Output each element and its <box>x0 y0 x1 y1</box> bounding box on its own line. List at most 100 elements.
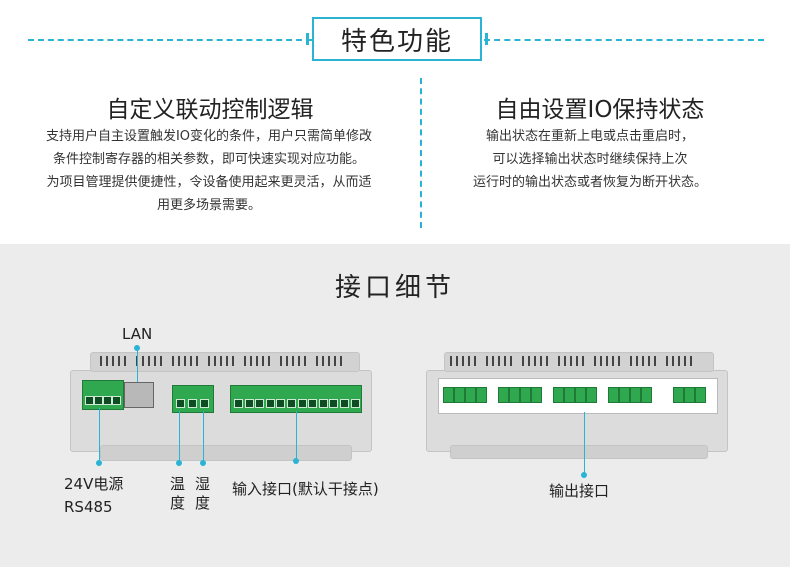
vent-slot <box>492 356 494 366</box>
temp-label-2: 度 <box>170 494 186 512</box>
terminal-screw <box>329 399 339 408</box>
output-pin <box>465 387 476 403</box>
output-pin <box>608 387 619 403</box>
vent-slot <box>328 356 330 366</box>
vent-slot <box>262 356 264 366</box>
vent-slot <box>612 356 614 366</box>
header-dash-right <box>484 39 764 41</box>
terminal-screw <box>308 399 318 408</box>
vent-slot <box>534 356 536 366</box>
feature-left-desc: 支持用户自主设置触发IO变化的条件，用户只需简单修改 条件控制寄存器的相关参数，… <box>18 125 400 217</box>
terminal-screw <box>176 399 185 408</box>
feature-left-line: 条件控制寄存器的相关参数，即可快速实现对应功能。 <box>52 152 365 167</box>
output-pin <box>454 387 465 403</box>
feature-left-line: 为项目管理提供便捷性，令设备使用起来更灵活，从而适 <box>46 175 372 190</box>
vent-slot <box>148 356 150 366</box>
output-device-base <box>450 445 708 459</box>
vent-slot <box>124 356 126 366</box>
vent-slot <box>630 356 632 366</box>
input-label: 输入接口(默认干接点) <box>232 480 379 498</box>
output-pin <box>553 387 564 403</box>
vent-slot <box>678 356 680 366</box>
vent-slot <box>450 356 452 366</box>
output-pin <box>630 387 641 403</box>
vent-slot <box>468 356 470 366</box>
vent-slot <box>594 356 596 366</box>
vent-slot <box>256 356 258 366</box>
title-tick-right <box>485 33 488 45</box>
lan-label: LAN <box>122 325 153 343</box>
output-callout-dot <box>581 472 587 478</box>
vent-slot <box>244 356 246 366</box>
vent-slot <box>112 356 114 366</box>
vent-slot <box>268 356 270 366</box>
terminal-screw <box>297 399 307 408</box>
output-pin <box>641 387 652 403</box>
vent-slot <box>118 356 120 366</box>
feature-left-line: 支持用户自主设置触发IO变化的条件，用户只需简单修改 <box>45 129 373 144</box>
vent-slot <box>684 356 686 366</box>
terminal-screw <box>188 399 197 408</box>
vent-slot <box>570 356 572 366</box>
vent-slot <box>618 356 620 366</box>
vent-slot <box>462 356 464 366</box>
vent-slot <box>280 356 282 366</box>
vent-slot <box>636 356 638 366</box>
vent-slot <box>642 356 644 366</box>
power-label-2: RS485 <box>64 498 113 516</box>
input-callout-dot <box>293 458 299 464</box>
feature-left-title: 自定义联动控制逻辑 <box>106 97 314 123</box>
feature-right-title: 自由设置IO保持状态 <box>495 97 705 123</box>
terminal-screw <box>85 396 94 405</box>
section-title: 特色功能 <box>340 26 453 57</box>
vent-slot <box>220 356 222 366</box>
power-label-1: 24V电源 <box>64 475 124 493</box>
terminal-screw <box>255 399 265 408</box>
temp-callout-line <box>179 411 180 462</box>
output-pin <box>476 387 487 403</box>
feature-right-line: 可以选择输出状态时继续保持上次 <box>492 152 688 167</box>
lan-callout-line <box>137 348 138 382</box>
vent-slot <box>576 356 578 366</box>
vent-slot <box>546 356 548 366</box>
vent-slot <box>226 356 228 366</box>
output-pin <box>673 387 684 403</box>
output-pin <box>564 387 575 403</box>
vent-slot <box>510 356 512 366</box>
output-label: 输出接口 <box>549 482 610 500</box>
vent-slot <box>100 356 102 366</box>
terminal-screw <box>244 399 254 408</box>
vent-slot <box>654 356 656 366</box>
vent-slot <box>600 356 602 366</box>
power-callout-line <box>99 408 100 462</box>
vent-slot <box>142 356 144 366</box>
vent-slot <box>208 356 210 366</box>
title-tick-left <box>306 33 309 45</box>
vent-slot <box>286 356 288 366</box>
vent-slot <box>522 356 524 366</box>
interface-title: 接口细节 <box>334 273 455 303</box>
lan-port <box>124 382 154 408</box>
vent-slot <box>160 356 162 366</box>
output-pin <box>531 387 542 403</box>
vent-slot <box>564 356 566 366</box>
terminal-screw <box>265 399 275 408</box>
vent-slot <box>528 356 530 366</box>
input-device-base <box>100 445 352 461</box>
feature-divider <box>420 78 422 228</box>
vent-slot <box>340 356 342 366</box>
vent-slot <box>172 356 174 366</box>
vent-slot <box>190 356 192 366</box>
humid-label-2: 度 <box>195 494 211 512</box>
terminal-screw <box>200 399 209 408</box>
input-device-top-rail <box>90 352 360 372</box>
humid-label-1: 湿 <box>195 475 211 493</box>
vent-slot <box>540 356 542 366</box>
vent-slot <box>298 356 300 366</box>
vent-slot <box>214 356 216 366</box>
temp-callout-dot <box>176 460 182 466</box>
terminal-screw <box>350 399 360 408</box>
vent-slot <box>250 356 252 366</box>
vent-slot <box>582 356 584 366</box>
terminal-screw <box>340 399 349 408</box>
